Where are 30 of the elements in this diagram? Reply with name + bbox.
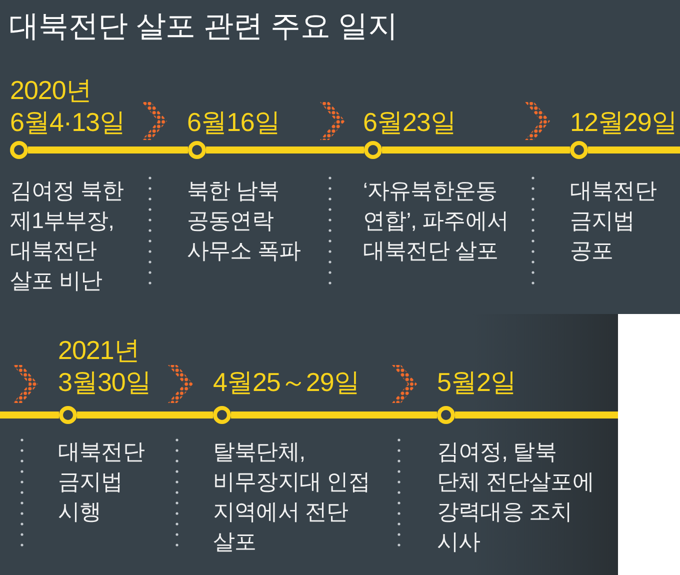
timeline-line	[206, 146, 364, 154]
timeline-dot-icon	[437, 406, 455, 424]
date-label: 2020년 6월4·13일	[10, 74, 126, 138]
timeline-line	[28, 146, 188, 154]
event-description: 대북전단 금지법 시행	[58, 438, 146, 526]
date-label: 2021년 3월30일	[58, 334, 152, 398]
timeline-line	[77, 412, 213, 418]
title: 대북전단 살포 관련 주요 일지	[9, 9, 398, 45]
event-description: 북한 남북 공동연락 사무소 폭파	[187, 177, 302, 265]
event-description: 대북전단 금지법 공포	[570, 177, 658, 265]
event-description: ‘자유북한운동연합’, 파주에서 대북전단 살포	[363, 177, 510, 265]
timeline-dot-icon	[59, 406, 77, 424]
timeline-line	[382, 146, 570, 154]
timeline-line	[588, 146, 680, 154]
date-label: 6월23일	[363, 106, 457, 138]
event-description: 김여정, 탈북 단체 전단살포에 강력대응 조치 시사	[437, 438, 595, 556]
timeline-line	[0, 412, 59, 418]
timeline-dot-icon	[10, 141, 28, 159]
timeline-dot-icon	[570, 141, 588, 159]
date-label: 4월25～29일	[213, 366, 360, 398]
timeline-line	[455, 412, 618, 418]
timeline-dot-icon	[364, 141, 382, 159]
date-label: 12월29일	[570, 106, 678, 138]
date-label: 5월2일	[437, 366, 517, 398]
timeline-dot-icon	[213, 406, 231, 424]
event-description: 김여정 북한 제1부부장, 대북전단 살포 비난	[10, 177, 125, 295]
event-description: 탈북단체, 비무장지대 인접 지역에서 전단 살포	[213, 438, 371, 556]
date-label: 6월16일	[187, 106, 281, 138]
timeline-dot-icon	[188, 141, 206, 159]
timeline-line	[231, 412, 437, 418]
